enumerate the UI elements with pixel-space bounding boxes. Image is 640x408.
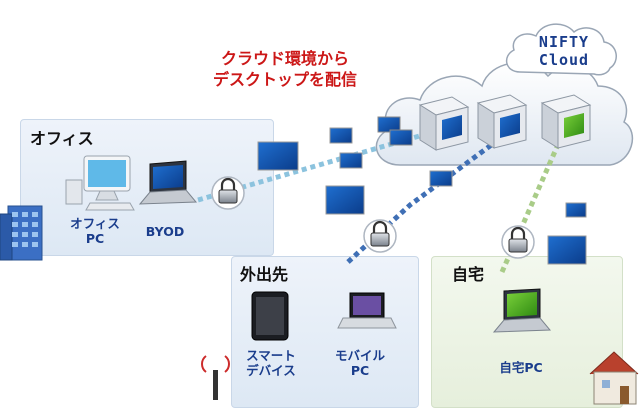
smart-device-label-line1: スマート — [246, 348, 296, 363]
mobile-laptop-icon — [337, 292, 397, 329]
laptop-icon — [138, 160, 198, 205]
home-laptop-icon — [492, 288, 552, 333]
desktop-thumbnail — [257, 127, 587, 265]
desktop-pc-icon — [65, 155, 135, 211]
office-pc-label: オフィス PC — [60, 216, 130, 246]
home-title: 自宅 — [452, 265, 485, 284]
office-title: オフィス — [30, 129, 94, 148]
lock-icon — [501, 225, 535, 259]
mobile-pc-label-line1: モバイル — [334, 348, 385, 363]
tablet-icon — [251, 291, 289, 341]
server-cube-1 — [418, 96, 470, 151]
headline: クラウド環境から デスクトップを配信 — [190, 48, 380, 90]
headline-line1: クラウド環境から — [220, 49, 349, 68]
headline-line2: デスクトップを配信 — [212, 70, 357, 89]
server-cube-3 — [540, 94, 592, 149]
cloud-label-line1: NIFTY — [538, 33, 590, 51]
away-title: 外出先 — [240, 265, 289, 284]
mobile-pc-label-line2: PC — [350, 363, 370, 378]
home-pc-label: 自宅PC — [499, 360, 543, 375]
lock-icon — [211, 176, 245, 210]
antenna-icon — [201, 355, 230, 400]
cloud-screen-thumbnail — [377, 116, 413, 146]
byod-label: BYOD — [145, 224, 185, 239]
connection-home — [499, 138, 563, 274]
cloud-label: NIFTY Cloud — [528, 33, 600, 69]
nifty-cloud-badge — [505, 23, 617, 76]
lock-icon — [363, 219, 397, 253]
server-cube-2 — [476, 94, 528, 149]
office-pc-label-line1: オフィス — [70, 216, 120, 231]
cloud-label-line2: Cloud — [538, 51, 590, 69]
mobile-pc-label: モバイル PC — [320, 348, 400, 378]
office-building-icon — [0, 205, 43, 261]
house-icon — [589, 351, 639, 405]
office-pc-label-line2: PC — [85, 231, 105, 246]
smart-device-label: スマート デバイス — [236, 348, 306, 378]
smart-device-label-line2: デバイス — [246, 363, 296, 378]
